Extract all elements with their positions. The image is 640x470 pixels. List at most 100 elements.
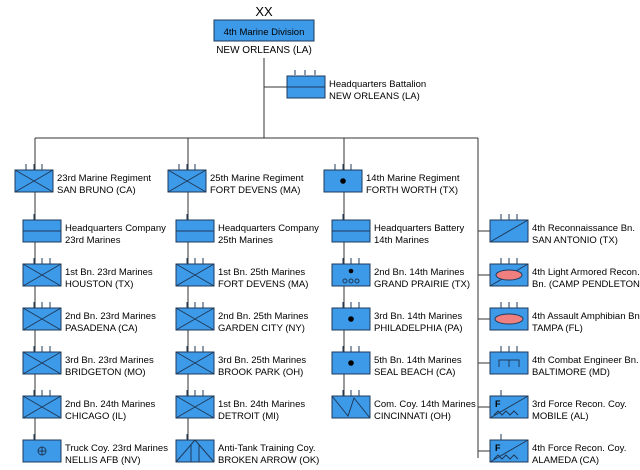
amphibian-oval	[494, 313, 524, 325]
infantry-cross-line	[22, 395, 62, 419]
regiment-location: FORT DEVENS (MA)	[210, 185, 300, 196]
wheel-icon	[354, 278, 360, 284]
unit-location: BALTIMORE (MD)	[532, 367, 610, 378]
unit-name: Headquarters Battery	[374, 223, 465, 234]
regiment-name: 23rd Marine Regiment	[57, 173, 151, 184]
unit-node: 4th Reconnaissance Bn.SAN ANTONIO (TX)	[478, 214, 635, 246]
unit-name: 4th Force Recon. Coy.	[532, 443, 626, 454]
hq-battalion-name: Headquarters Battalion	[329, 79, 426, 90]
unit-location: Bn. (CAMP PENDLETON	[532, 279, 640, 290]
unit-name: Truck Coy. 23rd Marines	[65, 443, 168, 454]
unit-name: 4th Reconnaissance Bn.	[532, 223, 635, 234]
infantry-cross-line	[175, 395, 215, 419]
force-recon-wave	[493, 410, 519, 416]
unit-location: HOUSTON (TX)	[65, 279, 133, 290]
unit-location: CHICAGO (IL)	[65, 411, 126, 422]
unit-name: 4th Light Armored Recon.	[532, 267, 640, 278]
recon-slash	[489, 395, 529, 419]
regiment-location: FORTH WORTH (TX)	[366, 185, 458, 196]
infantry-cross-line	[167, 169, 207, 193]
unit-location: BROKEN ARROW (OK)	[218, 455, 319, 466]
unit-location: FORT DEVENS (MA)	[218, 279, 308, 290]
unit-name: Headquarters Company	[65, 223, 166, 234]
unit-name: 5th Bn. 14th Marines	[374, 355, 462, 366]
unit-name: 2nd Bn. 23rd Marines	[65, 311, 156, 322]
infantry-cross-line	[14, 169, 54, 193]
unit-column: 4th Reconnaissance Bn.SAN ANTONIO (TX)4t…	[478, 214, 640, 466]
force-recon-wave	[493, 454, 519, 460]
unit-name: Anti-Tank Training Coy.	[218, 443, 316, 454]
unit-name: 4th Combat Engineer Bn.	[532, 355, 639, 366]
unit-location: BRIDGETON (MO)	[65, 367, 146, 378]
infantry-cross-line	[175, 263, 215, 287]
unit-location: TAMPA (FL)	[532, 323, 583, 334]
hq-battalion-location: NEW ORLEANS (LA)	[329, 91, 420, 102]
unit-location: 23rd Marines	[65, 235, 121, 246]
unit-name: Headquarters Company	[218, 223, 319, 234]
connector-lines	[34, 58, 479, 458]
armor-oval	[495, 269, 523, 281]
unit-node: 4th Assault Amphibian Bn.TAMPA (FL)	[478, 302, 640, 334]
unit-location: PHILADELPHIA (PA)	[374, 323, 463, 334]
unit-location: GARDEN CITY (NY)	[218, 323, 305, 334]
recon-slash	[489, 439, 529, 463]
unit-name: 2nd Bn. 25th Marines	[218, 311, 309, 322]
rocket-symbol	[331, 263, 371, 287]
signal-zigzag	[331, 395, 371, 419]
infantry-cross-line	[175, 307, 215, 331]
regiment-location: SAN BRUNO (CA)	[57, 185, 136, 196]
unit-location: CINCINNATI (OH)	[374, 411, 451, 422]
unit-name: 2nd Bn. 24th Marines	[65, 399, 156, 410]
unit-name: 3rd Bn. 23rd Marines	[65, 355, 154, 366]
unit-location: SAN ANTONIO (TX)	[532, 235, 618, 246]
unit-location: PASADENA (CA)	[65, 323, 138, 334]
hq-battalion: Headquarters Battalion NEW ORLEANS (LA)	[286, 70, 426, 102]
division-echelon: XX	[255, 4, 273, 19]
antitank-symbol	[175, 439, 215, 463]
unit-name: 4th Assault Amphibian Bn.	[532, 311, 640, 322]
unit-name: 2nd Bn. 14th Marines	[374, 267, 465, 278]
artillery-dot	[348, 316, 354, 322]
infantry-cross-line	[22, 351, 62, 375]
unit-name: 1st Bn. 25th Marines	[218, 267, 305, 278]
division-title: 4th Marine Division	[224, 27, 305, 38]
unit-location: 25th Marines	[218, 235, 273, 246]
unit-name: 3rd Force Recon. Coy.	[532, 399, 627, 410]
recon-slash	[489, 219, 529, 243]
regiment-name: 25th Marine Regiment	[210, 173, 304, 184]
division-box	[213, 19, 315, 42]
unit-name: 1st Bn. 23rd Marines	[65, 267, 153, 278]
unit-location: BROOK PARK (OH)	[218, 367, 303, 378]
regiment-name: 14th Marine Regiment	[366, 173, 460, 184]
antitank-line	[175, 439, 196, 463]
artillery-dot	[348, 268, 354, 274]
infantry-cross-line	[22, 307, 62, 331]
unit-location: SEAL BEACH (CA)	[374, 367, 455, 378]
unit-location: 14th Marines	[374, 235, 429, 246]
unit-node: 4th Combat Engineer Bn.BALTIMORE (MD)	[478, 346, 639, 378]
unit-node: 4th Light Armored Recon.Bn. (CAMP PENDLE…	[478, 258, 640, 290]
unit-location: DETROIT (MI)	[218, 411, 279, 422]
unit-name: 3rd Bn. 25th Marines	[218, 355, 306, 366]
infantry-cross-line	[22, 263, 62, 287]
